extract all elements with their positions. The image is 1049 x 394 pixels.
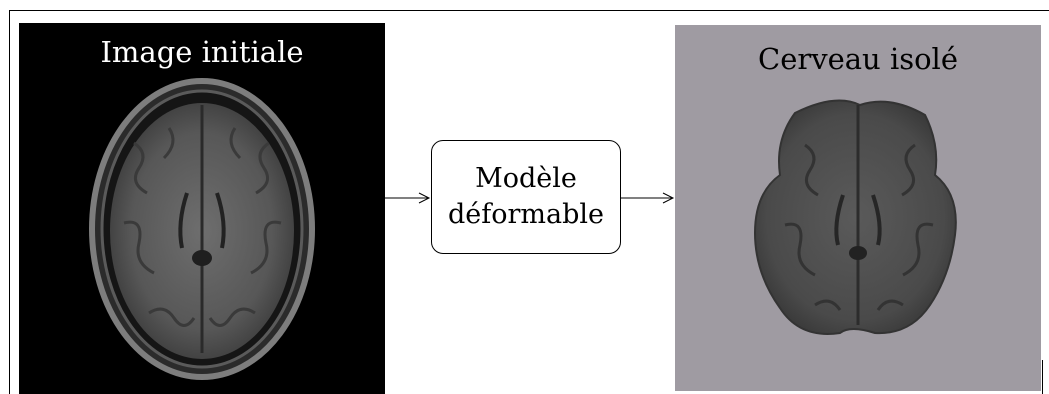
mri-slice-image <box>89 78 315 380</box>
arrow-right-icon <box>621 192 675 204</box>
deformable-model-box: Modèle déformable <box>431 140 621 254</box>
figure-frame-top <box>9 10 1049 11</box>
segmented-brain-image <box>753 99 957 335</box>
figure-frame-right-tick <box>1042 360 1043 394</box>
isolated-brain-panel: Cerveau isolé <box>675 25 1041 391</box>
model-label-line2: déformable <box>447 199 604 230</box>
arrow-right-icon <box>385 192 431 204</box>
isolated-brain-label: Cerveau isolé <box>758 42 958 76</box>
initial-image-panel: Image initiale <box>19 23 385 394</box>
model-label-line1: Modèle <box>475 163 577 194</box>
figure-frame-left <box>9 10 10 394</box>
initial-image-label: Image initiale <box>100 35 304 69</box>
